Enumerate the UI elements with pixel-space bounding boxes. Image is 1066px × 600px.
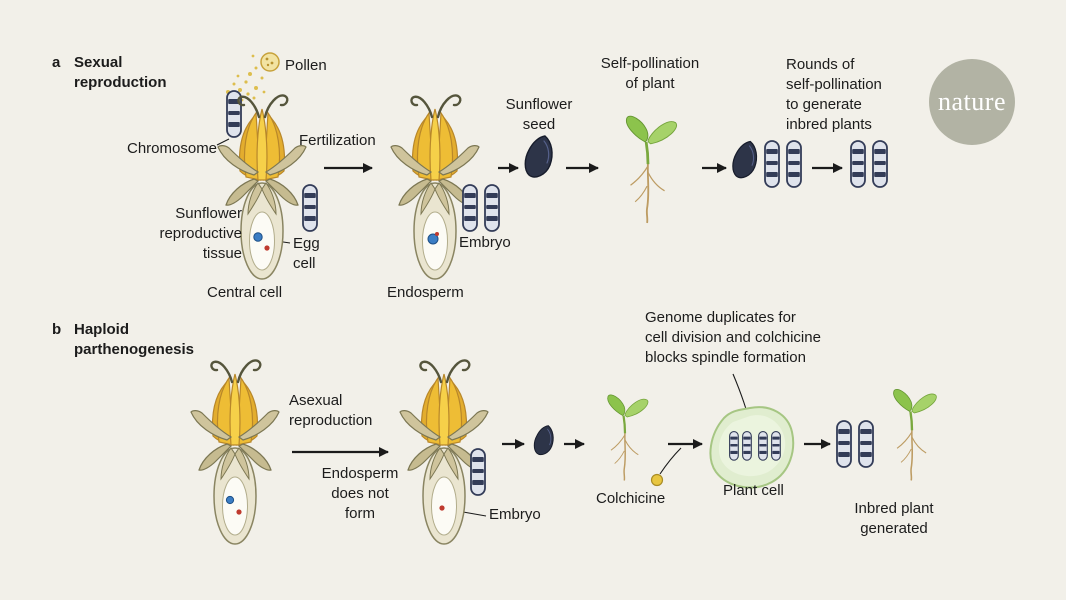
seed-icon <box>533 425 554 456</box>
embryo-a-label: Embryo <box>459 234 511 251</box>
rounds-label: Rounds of self-pollination to generate i… <box>786 56 882 133</box>
seedling-illustration <box>892 388 938 482</box>
endosperm-b-label: Endosperm does not form <box>321 465 399 522</box>
panel-a-title: Sexual reproduction <box>74 54 167 91</box>
genome-note-label: Genome duplicates for cell division and … <box>645 309 821 366</box>
panel-a-key: a <box>52 54 61 71</box>
self-pollination-label: Self-pollination of plant <box>600 55 700 92</box>
embryo-dot <box>439 505 445 511</box>
chromosome-pair-icon <box>462 184 500 232</box>
egg-cell-dot <box>225 495 235 505</box>
chromosome-pair-icon <box>850 140 888 188</box>
sunflower-seed-icon <box>732 140 758 179</box>
seedling-illustration <box>606 393 650 482</box>
reproductive-tissue-label: Sunflower reproductive tissue <box>159 205 242 262</box>
connector-genome-label <box>732 373 747 410</box>
egg-cell-label: Egg cell <box>293 235 320 272</box>
plant-cell-label: Plant cell <box>723 482 784 499</box>
pollen-label: Pollen <box>285 57 327 74</box>
sunflower-flower-a1 <box>216 94 308 281</box>
egg-cell-dot <box>253 232 263 242</box>
red-cell-dot <box>435 232 439 236</box>
endosperm-a-label: Endosperm <box>387 284 464 301</box>
connector-colchicine <box>659 447 682 475</box>
colchicine-label: Colchicine <box>596 490 666 507</box>
chromosome-pair-icon <box>836 420 874 468</box>
asexual-label: Asexual reproduction <box>289 392 373 429</box>
panel-b-title: Haploid parthenogenesis <box>74 321 195 358</box>
fertilization-label: Fertilization <box>299 132 376 149</box>
chromosome-icon <box>470 448 486 496</box>
sunflower-flower-a2 <box>389 94 481 281</box>
red-cell-dot <box>236 509 242 515</box>
central-cell-label: Central cell <box>207 284 283 301</box>
seedling-illustration <box>625 114 678 225</box>
embryo-b-label: Embryo <box>489 506 541 523</box>
nature-logo: nature <box>929 59 1015 145</box>
colchicine-dot <box>650 473 664 487</box>
inbred-plant-label: Inbred plant generated <box>854 500 934 537</box>
connector-chromosome-label <box>216 138 230 146</box>
embryo-dot <box>427 233 439 245</box>
chromosome-pair-icon <box>764 140 802 188</box>
chromosome-icon <box>302 184 318 232</box>
sunflower-seed-label: Sunflower seed <box>505 96 573 133</box>
panel-b-key: b <box>52 321 62 338</box>
sunflower-flower-b2 <box>398 359 490 546</box>
chromosome-label: Chromosome <box>127 140 218 157</box>
sunflower-flower-b1 <box>189 359 281 546</box>
red-cell-dot <box>264 245 270 251</box>
sunflower-seed-icon <box>524 135 553 178</box>
nature-logo-text: nature <box>938 87 1006 116</box>
